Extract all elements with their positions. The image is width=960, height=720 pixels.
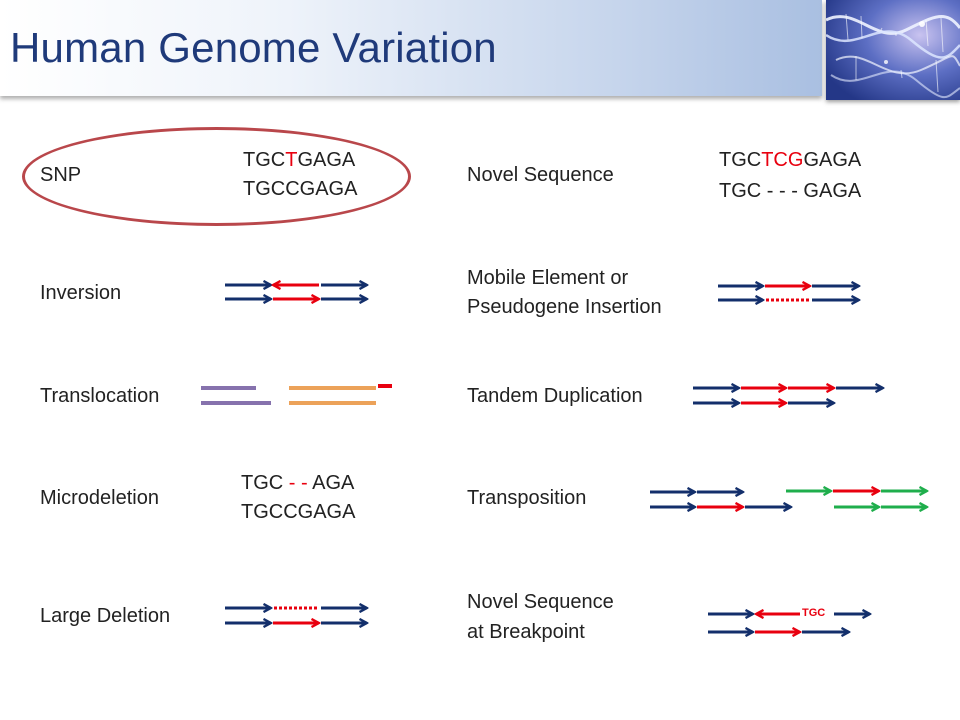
breakpoint-label-line2: at Breakpoint: [467, 621, 585, 643]
transposition-diagram: [650, 491, 927, 507]
mobile-element-diagram: [718, 286, 859, 300]
translocation-label: Translocation: [40, 385, 160, 407]
large-deletion-diagram: [225, 608, 367, 623]
mobile-element-label-line2: Pseudogene Insertion: [467, 296, 662, 318]
slide-title: Human Genome Variation: [10, 24, 497, 71]
snp-highlight-oval: [22, 127, 411, 226]
snp-label: SNP: [40, 164, 82, 186]
microdeletion-sequence-alt: TGC - - AGA: [241, 472, 355, 494]
inversion-diagram: [225, 285, 367, 299]
inversion-label: Inversion: [40, 282, 122, 304]
breakpoint-diagram: [708, 614, 870, 632]
novel-sequence-ref: TGC - - - GAGA: [719, 180, 862, 202]
novel-sequence-label: Novel Sequence: [467, 164, 614, 186]
snp-sequence-ref: TGCCGAGA: [243, 178, 358, 200]
mobile-element-label-line1: Mobile Element or: [467, 267, 629, 289]
tandem-duplication-label: Tandem Duplication: [467, 385, 643, 407]
large-deletion-label: Large Deletion: [40, 605, 171, 627]
breakpoint-label-line1: Novel Sequence: [467, 591, 614, 613]
snp-sequence-alt: TGCTGAGA: [243, 149, 356, 171]
translocation-diagram: [201, 384, 392, 405]
breakpoint-insert-text: TGC: [802, 607, 826, 619]
microdeletion-sequence-ref: TGCCGAGA: [241, 501, 356, 523]
title-bar: Human Genome Variation: [0, 0, 822, 96]
dna-helix-image: [826, 0, 960, 100]
novel-sequence-alt: TGCTCGGAGA: [719, 149, 862, 171]
transposition-label: Transposition: [467, 487, 587, 509]
tandem-duplication-diagram: [693, 388, 883, 403]
microdeletion-label: Microdeletion: [40, 487, 159, 509]
